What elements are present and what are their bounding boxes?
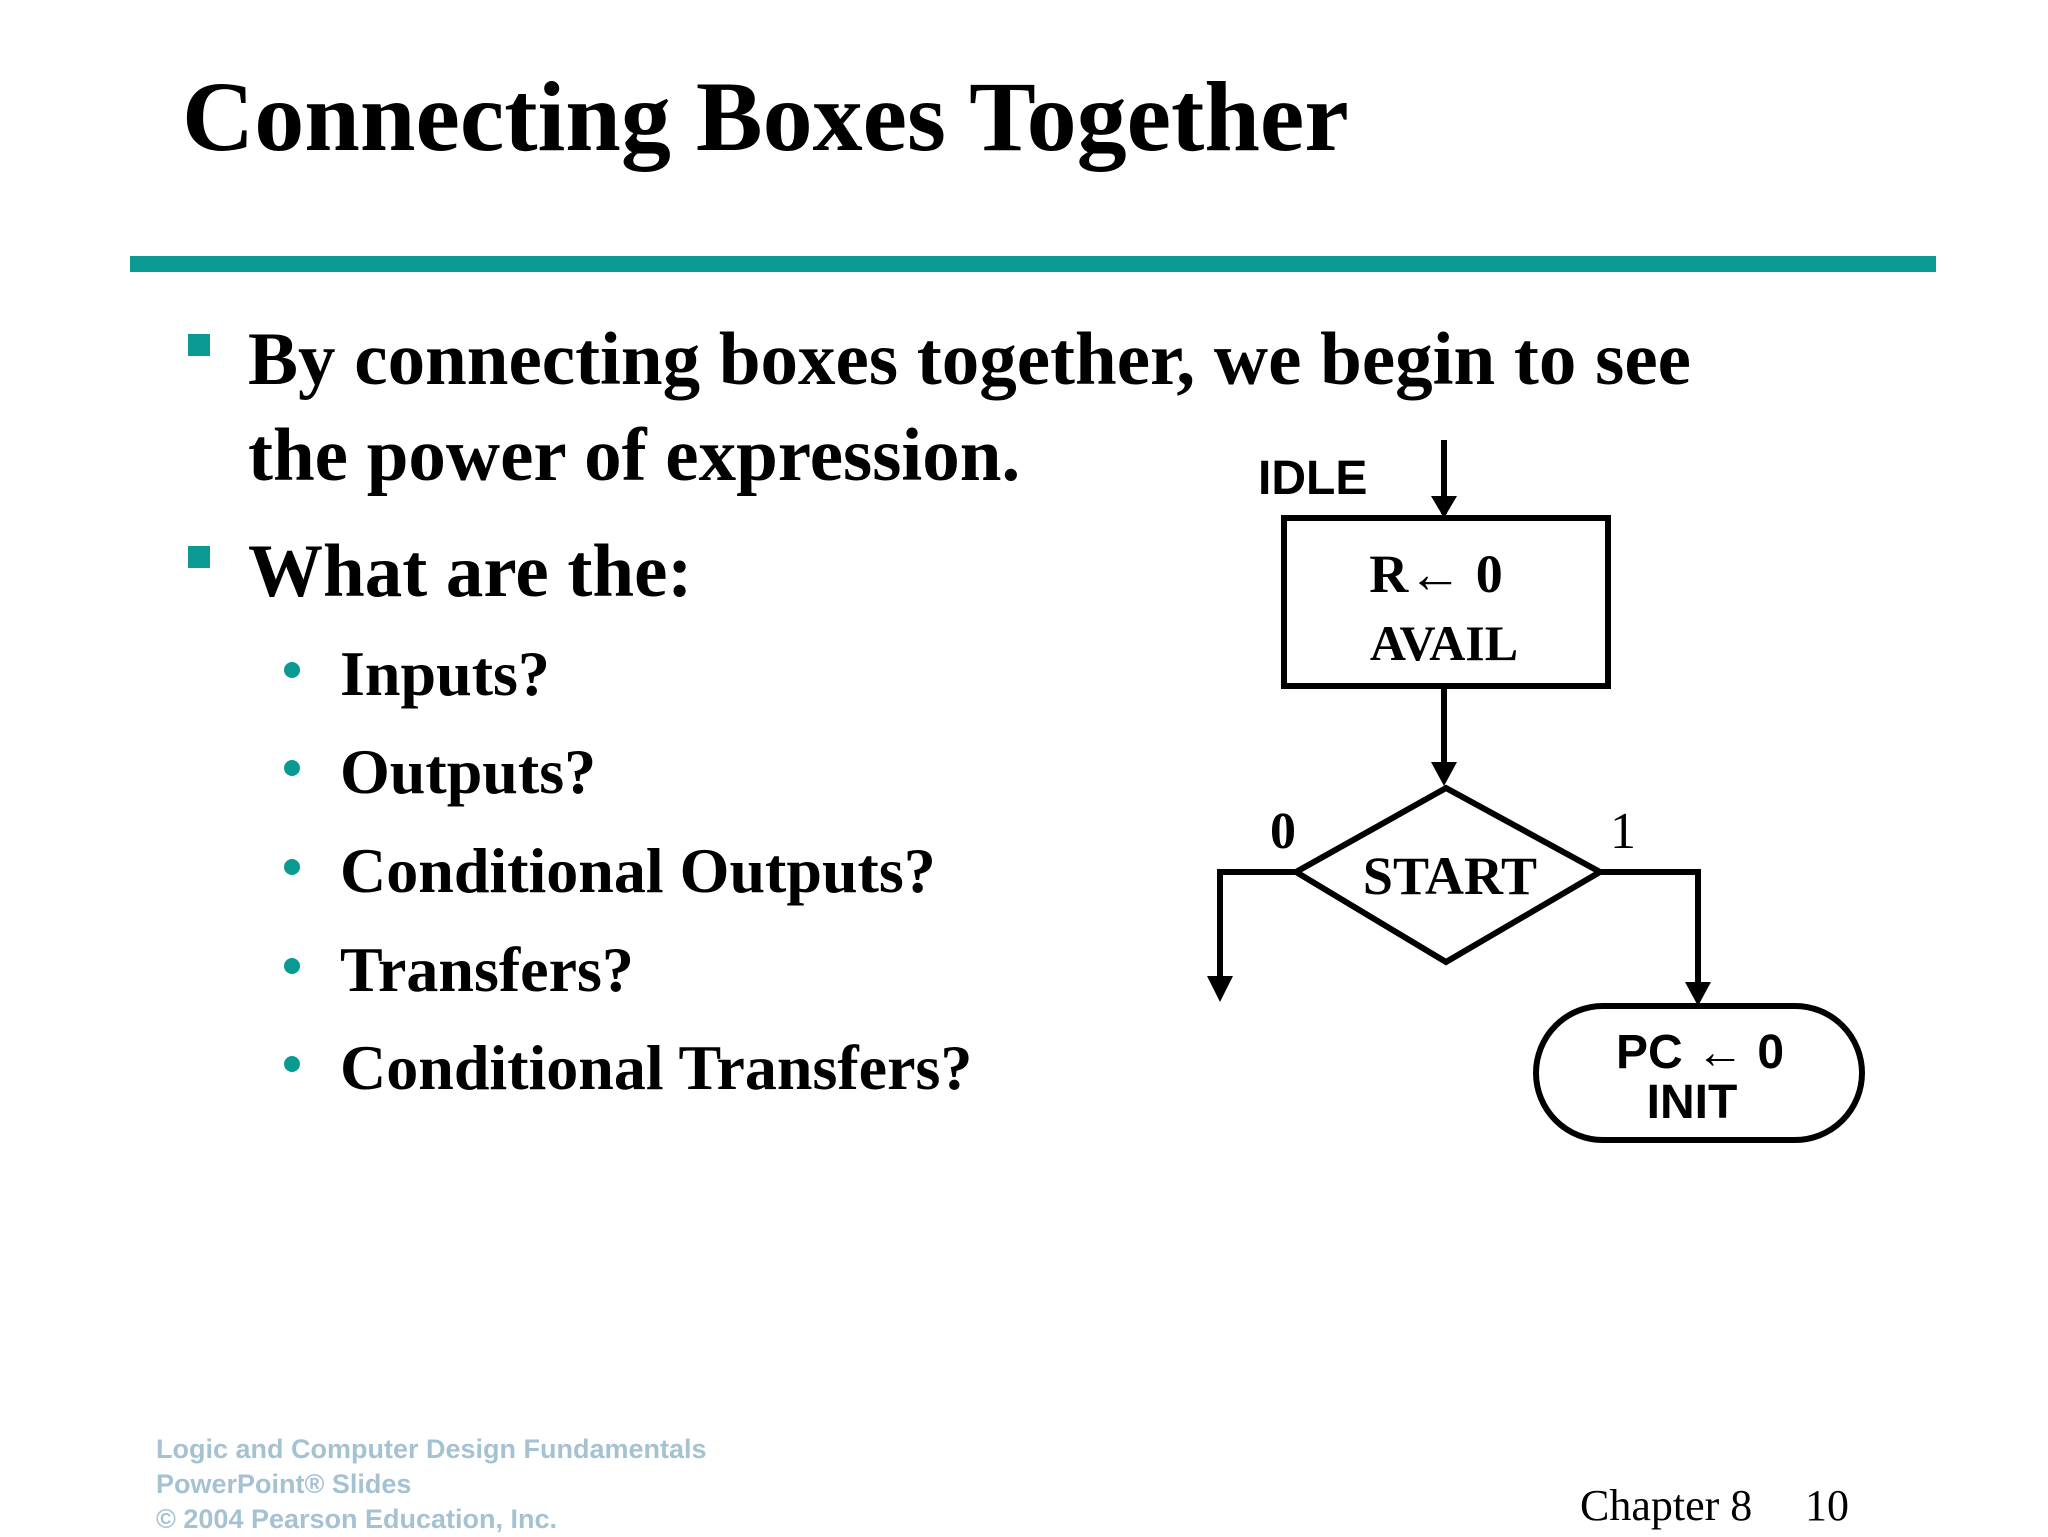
state-box-output-1: R← 0	[1369, 544, 1503, 604]
dot-bullet-icon	[284, 1056, 300, 1072]
state-box-output-2: AVAIL	[1370, 615, 1518, 671]
footer-credit: Logic and Computer Design Fundamentals P…	[156, 1432, 707, 1537]
slide-title: Connecting Boxes Together	[182, 61, 1349, 172]
decision-arrowhead-icon	[1431, 762, 1457, 786]
branch-true-label: 1	[1610, 803, 1636, 860]
dot-bullet-icon	[284, 662, 300, 678]
conditional-output-2: INIT	[1647, 1076, 1738, 1129]
bullet-item: By connecting boxes together, we begin t…	[188, 312, 1691, 504]
footer-page-number: 10	[1805, 1481, 1849, 1530]
decision-label: START	[1363, 846, 1537, 906]
footer-credit-line: Logic and Computer Design Fundamentals	[156, 1434, 707, 1464]
branch-false-label: 0	[1270, 803, 1296, 860]
dot-bullet-icon	[284, 760, 300, 776]
false-branch-arrowhead-icon	[1207, 976, 1233, 1002]
bullet-item: What are the:	[188, 524, 693, 620]
sub-bullet-text: Conditional Transfers?	[340, 1032, 973, 1103]
sub-bullet-text: Transfers?	[340, 934, 634, 1005]
sub-bullet-item: Conditional Transfers?	[284, 1036, 972, 1100]
sub-bullet-item: Conditional Outputs?	[284, 839, 936, 903]
sub-bullet-item: Transfers?	[284, 938, 634, 1002]
sub-bullet-item: Outputs?	[284, 740, 596, 804]
true-branch-arrowhead-icon	[1685, 982, 1711, 1006]
sub-bullet-text: Conditional Outputs?	[340, 835, 936, 906]
square-bullet-icon	[188, 334, 210, 356]
bullet-line: the power of expression.	[248, 414, 1021, 497]
footer-credit-line: © 2004 Pearson Education, Inc.	[156, 1504, 558, 1534]
sub-bullet-text: Outputs?	[340, 736, 597, 807]
footer-credit-line: PowerPoint® Slides	[156, 1469, 412, 1499]
decision-diamond	[1290, 784, 1607, 966]
false-branch-path	[1217, 869, 1296, 986]
title-divider	[130, 256, 1936, 272]
state-box	[1281, 515, 1611, 689]
sub-bullet-item: Inputs?	[284, 642, 550, 706]
true-branch-path	[1600, 869, 1701, 990]
footer-chapter: Chapter 8	[1580, 1481, 1753, 1530]
conditional-output-box	[1533, 1003, 1865, 1143]
square-bullet-icon	[188, 546, 210, 568]
conditional-output-1: PC ← 0	[1616, 1026, 1784, 1079]
dot-bullet-icon	[284, 958, 300, 974]
sub-bullet-text: Inputs?	[340, 638, 550, 709]
bullet-line: By connecting boxes together, we begin t…	[248, 318, 1691, 401]
bullet-line: What are the:	[248, 530, 693, 613]
dot-bullet-icon	[284, 859, 300, 875]
